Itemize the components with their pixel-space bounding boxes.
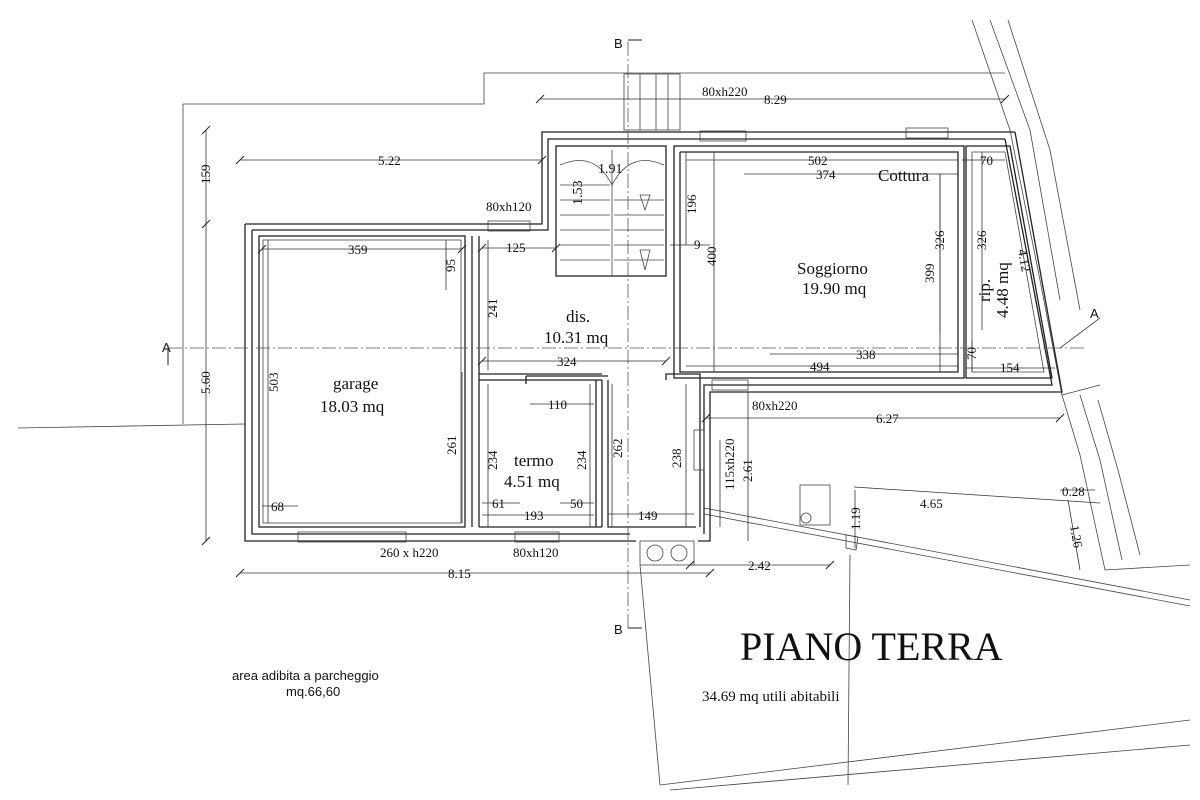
opening-termo: 80xh120 — [513, 545, 559, 560]
dimension-ticks — [201, 94, 1065, 578]
room-garage-area: 18.03 mq — [320, 397, 385, 416]
parking-line-1: area adibita a parcheggio — [232, 668, 379, 683]
dim-234-b: 234 — [574, 450, 589, 470]
dim-465: 4.65 — [920, 496, 943, 511]
section-a-right: A — [1090, 306, 1099, 321]
section-b-top: B — [614, 36, 623, 51]
dim-9: 9 — [694, 237, 701, 252]
dim-196: 196 — [684, 194, 699, 214]
room-garage-name: garage — [333, 374, 378, 393]
dim-326-b: 326 — [974, 230, 989, 250]
window-symbols — [297, 127, 949, 543]
room-termo-area: 4.51 mq — [504, 472, 560, 491]
parking-line-2: mq.66,60 — [286, 684, 340, 699]
dim-359: 359 — [348, 242, 368, 257]
dim-815: 8.15 — [448, 566, 471, 581]
site-lines — [17, 19, 1191, 791]
room-rip-name: rip. — [975, 279, 994, 302]
dim-522: 5.22 — [378, 153, 401, 168]
dim-502: 502 — [808, 153, 828, 168]
plan-summary: 34.69 mq utili abitabili — [702, 689, 840, 705]
dim-262: 262 — [610, 439, 625, 459]
dimension-labels: 8.29 5.22 159 5.60 359 95 503 261 68 125… — [198, 92, 1086, 581]
dim-503: 503 — [266, 373, 281, 393]
dim-125: 125 — [506, 240, 526, 255]
room-rip-area: 4.48 mq — [993, 262, 1012, 318]
room-dis-area: 10.31 mq — [544, 328, 609, 347]
section-a-left: A — [162, 340, 171, 355]
opening-top: 80xh220 — [702, 84, 748, 99]
dimension-lines — [205, 98, 1101, 574]
opening-dis: 80xh120 — [486, 199, 532, 214]
dim-241: 241 — [485, 299, 500, 319]
dim-627: 6.27 — [876, 411, 899, 426]
dim-153: 1.53 — [571, 181, 586, 206]
dim-324: 324 — [557, 354, 577, 369]
dim-95: 95 — [443, 259, 458, 272]
opening-side: 115xh220 — [722, 438, 737, 490]
room-soggiorno-name: Soggiorno — [797, 259, 868, 278]
dim-193: 193 — [524, 508, 544, 523]
dim-234-a: 234 — [485, 450, 500, 470]
dim-326-a: 326 — [932, 230, 947, 250]
dim-68: 68 — [271, 499, 284, 514]
section-b-bottom: B — [614, 622, 623, 637]
dim-159: 159 — [198, 165, 213, 185]
dim-494: 494 — [810, 359, 830, 374]
dim-028: 0.28 — [1062, 484, 1085, 499]
plan-title: PIANO TERRA — [740, 624, 1003, 669]
dim-238: 238 — [669, 449, 684, 469]
dim-374: 374 — [816, 167, 836, 182]
dim-154: 154 — [1000, 360, 1020, 375]
section-markers: A A B B — [162, 36, 1099, 637]
opening-right: 80xh220 — [752, 398, 798, 413]
dim-61: 61 — [492, 496, 505, 511]
dim-400: 400 — [704, 247, 719, 267]
dim-70-bot: 70 — [964, 347, 979, 360]
room-termo-name: termo — [514, 451, 554, 470]
dim-119: 1.19 — [848, 507, 863, 530]
section-axes — [168, 42, 1101, 630]
opening-labels: 80xh220 80xh120 80xh220 115xh220 260 x h… — [380, 84, 798, 560]
dim-50: 50 — [570, 496, 583, 511]
dim-338: 338 — [856, 347, 876, 362]
dim-110: 110 — [548, 397, 567, 412]
room-dis-name: dis. — [566, 307, 590, 326]
room-cottura-name: Cottura — [878, 166, 929, 185]
dim-242: 2.42 — [748, 558, 771, 573]
opening-garage: 260 x h220 — [380, 545, 439, 560]
dim-126: 1.26 — [1067, 524, 1086, 550]
dim-399: 399 — [922, 264, 937, 284]
dim-70-top: 70 — [980, 153, 993, 168]
dim-412: 4.12 — [1015, 248, 1034, 273]
dim-261-m: 2.61 — [740, 459, 755, 482]
dim-560: 5.60 — [198, 371, 213, 394]
building-walls — [244, 73, 1063, 566]
dim-191: 1.91 — [598, 162, 623, 177]
room-soggiorno-area: 19.90 mq — [802, 279, 867, 298]
room-labels: garage 18.03 mq dis. 10.31 mq termo 4.51… — [320, 166, 1012, 491]
dim-261-garage: 261 — [444, 436, 459, 456]
dim-149: 149 — [638, 508, 658, 523]
dim-829: 8.29 — [764, 92, 787, 107]
